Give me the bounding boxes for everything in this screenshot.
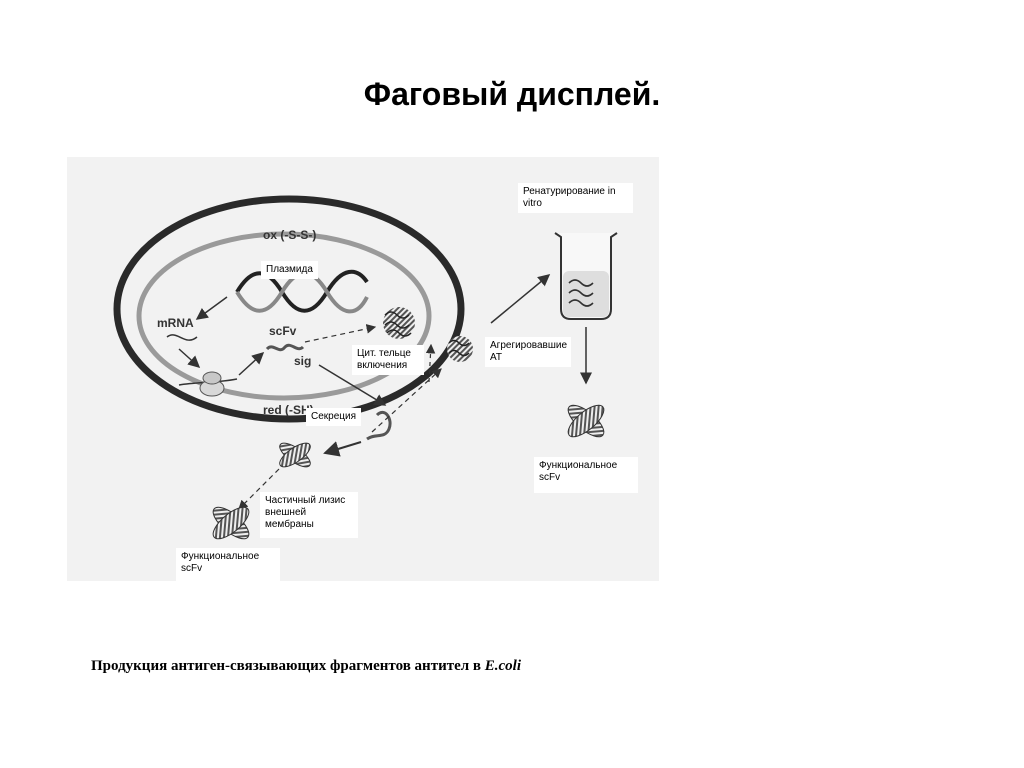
label-sig: sig <box>294 354 312 368</box>
caption-text: Продукция антиген-связывающих фрагментов… <box>91 658 485 674</box>
inner-membrane <box>136 231 432 401</box>
secretion-peptide <box>366 410 392 441</box>
label-functional-left: Функциональное scFv <box>176 548 280 584</box>
label-mrna: mRNA <box>157 316 194 330</box>
diagram-graphic <box>113 195 618 540</box>
label-functional-right: Функциональное scFv <box>534 457 638 493</box>
label-aggregated: Агрегировавшие АТ <box>485 337 571 367</box>
slide-title: Фаговый дисплей. <box>363 76 661 112</box>
label-red: red (-SH) <box>263 403 314 417</box>
label-renaturation: Ренатурирование in vitro <box>518 183 633 213</box>
scfv-peptide <box>265 343 305 352</box>
functional-scfv-right-icon <box>567 404 605 438</box>
functional-scfv-left-icon <box>212 506 250 540</box>
label-secretion: Секреция <box>306 408 362 426</box>
mrna-strand <box>166 334 198 341</box>
diagram-figure: ox (-S-S-) mRNA scFv sig red (-SH) Плазм… <box>67 157 659 584</box>
label-ox: ox (-S-S-) <box>263 228 317 242</box>
ribosome-icon <box>178 371 238 397</box>
outer-membrane <box>113 195 465 423</box>
label-scfv: scFv <box>269 324 297 338</box>
inclusion-body-icon <box>383 307 415 339</box>
aggregate-icon <box>447 336 473 362</box>
beaker-icon <box>554 232 618 320</box>
figure-caption: Продукция антиген-связывающих фрагментов… <box>91 658 521 675</box>
label-plasmid: Плазмида <box>261 261 318 279</box>
caption-organism: E.coli <box>484 658 521 674</box>
periplasm-scfv-icon <box>279 442 311 468</box>
label-inclusion-body: Цит. тельце включения <box>352 345 424 375</box>
label-partial-lysis: Частичный лизис внешней мембраны <box>260 492 358 538</box>
